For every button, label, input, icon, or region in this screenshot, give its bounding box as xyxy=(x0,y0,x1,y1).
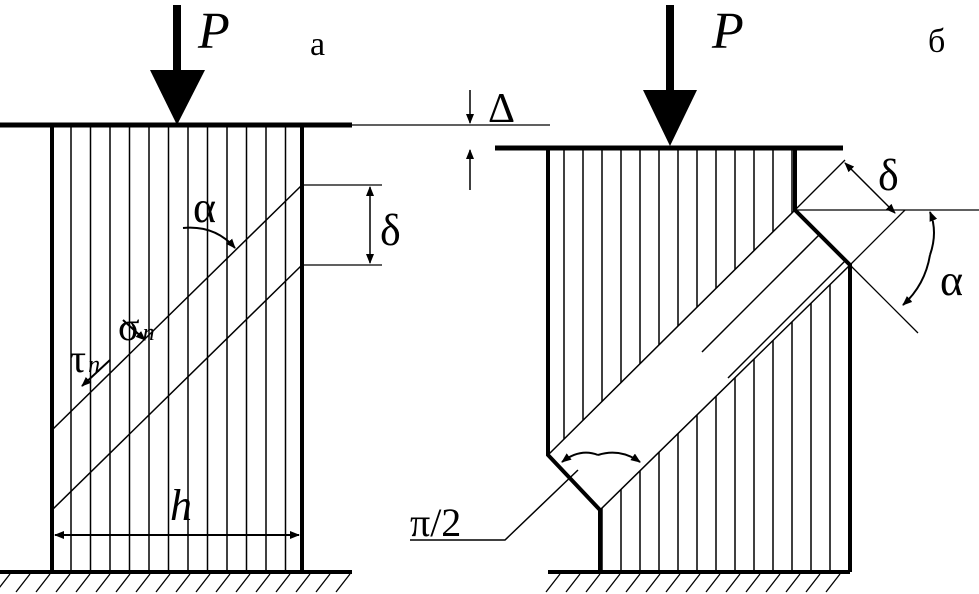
band-width-label-a: δ xyxy=(380,206,401,255)
band-edge-lower-a xyxy=(51,264,303,511)
fibers-b-lower xyxy=(601,265,850,572)
hatch-line xyxy=(805,573,821,593)
hatch-line xyxy=(15,573,31,593)
angle-label-b: α xyxy=(940,256,963,305)
hatch-line xyxy=(75,573,91,593)
hatch-line xyxy=(255,573,271,593)
hatch-line xyxy=(195,573,211,593)
band-fiber-line xyxy=(805,315,850,457)
hatch-line xyxy=(135,573,151,593)
shear-stress-label: τn xyxy=(70,336,100,381)
hatch-line xyxy=(235,573,251,593)
load-arrow-a xyxy=(150,5,205,125)
hatch-line xyxy=(685,573,701,593)
band-fiber-line xyxy=(831,341,850,483)
angle-arc-a xyxy=(182,226,236,249)
hatch-line xyxy=(705,573,721,593)
hatch-line xyxy=(295,573,311,593)
band-fiber-line xyxy=(390,0,530,40)
normal-stress-arrow xyxy=(122,319,146,341)
angle-arc-b xyxy=(929,211,938,256)
band-fiber-line xyxy=(442,0,582,92)
hatch-line xyxy=(175,573,191,593)
hatch-line xyxy=(155,573,171,593)
hatch-line xyxy=(315,573,331,593)
hatch-line xyxy=(625,573,641,593)
kink-angle-label: π/2 xyxy=(410,500,461,545)
force-label-a: P xyxy=(197,3,230,60)
force-label-b: P xyxy=(711,3,744,60)
band-fiber-line xyxy=(884,394,979,534)
hatch-line xyxy=(825,573,841,593)
width-label: h xyxy=(170,481,192,530)
band-fiber-line xyxy=(416,0,556,66)
band-width-dimension-b xyxy=(844,162,871,189)
hatch-line xyxy=(565,573,581,593)
hatch-line xyxy=(545,573,561,593)
hatch-line xyxy=(275,573,291,593)
kink-angle-arc xyxy=(561,451,599,463)
left-wall-b xyxy=(546,150,602,572)
hatch-line xyxy=(95,573,111,593)
shear-stress-arrow xyxy=(81,359,111,387)
load-arrow-b xyxy=(643,5,697,146)
fibers-a xyxy=(70,125,287,572)
hatch-line xyxy=(725,573,741,593)
panel-label-b: б xyxy=(928,23,945,60)
ground-hatch-b xyxy=(545,573,841,593)
hatch-line xyxy=(765,573,781,593)
band-fiber-line xyxy=(623,210,765,275)
hatch-line xyxy=(55,573,71,593)
fibers-b-upper xyxy=(563,150,793,455)
band-fiber-line xyxy=(571,210,713,223)
band-edge-upper-a xyxy=(51,184,303,431)
right-wall-b xyxy=(793,150,852,572)
band-width-label-b: δ xyxy=(878,151,899,200)
band-fiber-line xyxy=(753,263,850,405)
displacement-label: Δ xyxy=(488,86,515,132)
angle-label-a: α xyxy=(193,183,216,232)
band-fiber-line xyxy=(936,446,979,586)
hatch-line xyxy=(745,573,761,593)
hatch-line xyxy=(35,573,51,593)
hatch-line xyxy=(665,573,681,593)
band-fiber-line xyxy=(364,0,504,14)
hatch-line xyxy=(785,573,801,593)
hatch-line xyxy=(605,573,621,593)
kink-band-hatch xyxy=(364,0,979,586)
hatch-line xyxy=(335,573,351,593)
figure-b: P б Δ δ α π/2 xyxy=(352,0,979,593)
hatch-line xyxy=(0,573,11,588)
band-fiber-line xyxy=(858,368,979,508)
panel-label-a: а xyxy=(310,26,325,63)
hatch-line xyxy=(645,573,661,593)
band-fiber-line xyxy=(649,210,791,301)
hatch-line xyxy=(115,573,131,593)
band-fiber-line xyxy=(727,237,850,379)
hatch-line xyxy=(585,573,601,593)
hatch-line xyxy=(215,573,231,593)
ground-hatch-a xyxy=(0,573,351,593)
band-fiber-line xyxy=(910,420,979,560)
kink-angle-leader xyxy=(410,469,579,541)
